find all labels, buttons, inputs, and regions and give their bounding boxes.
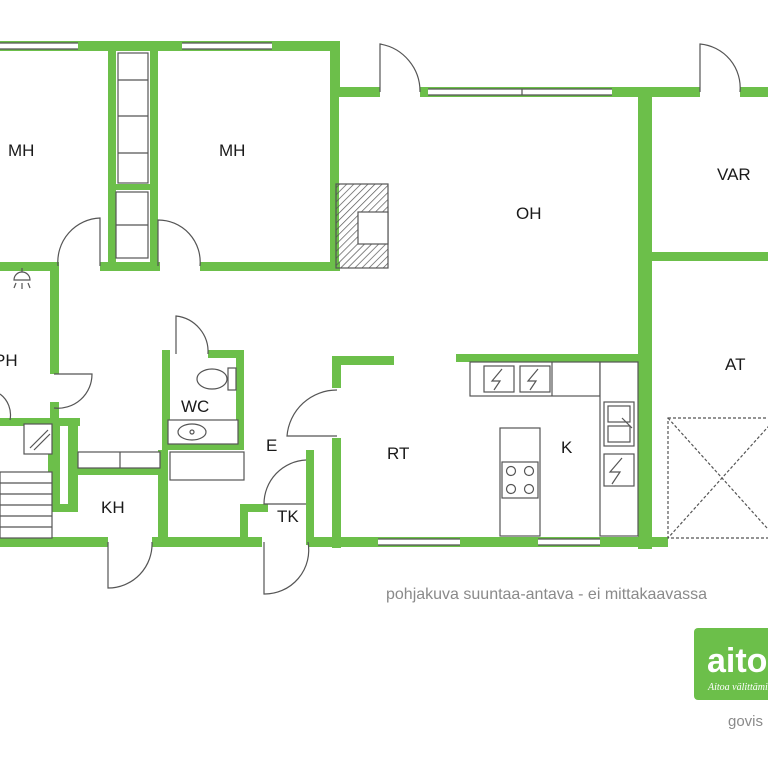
room-labels: MH MH OH VAR PH WC AT E RT K KH TK <box>0 141 751 526</box>
logo-domain: govis <box>728 713 763 730</box>
toilet-icon <box>196 367 237 391</box>
room-label-tk: TK <box>277 507 299 526</box>
fireplace-icon <box>335 183 389 269</box>
room-label-k: K <box>561 438 573 457</box>
room-label-mh-right: MH <box>219 141 245 160</box>
room-label-var: VAR <box>717 165 751 184</box>
appliance-icon <box>483 365 551 393</box>
room-label-rt: RT <box>387 444 409 463</box>
plan-caption: pohjakuva suuntaa-antava - ei mittakaava… <box>386 586 707 603</box>
walls <box>0 41 768 549</box>
room-label-at: AT <box>725 355 745 374</box>
stove-icon <box>501 461 539 499</box>
logo-brand: aito <box>707 642 767 680</box>
room-label-kh: KH <box>101 498 125 517</box>
shower-icon <box>13 268 31 289</box>
kitchen-sink-icon <box>603 401 635 447</box>
room-label-ph: PH <box>0 351 18 370</box>
sink-icon <box>177 423 207 441</box>
room-label-e: E <box>266 436 277 455</box>
stairs-icon <box>0 471 53 539</box>
garage-door-icon <box>667 417 768 539</box>
brand-logo: aito Aitoa välittämistä <box>694 628 768 700</box>
logo-tagline: Aitoa välittämistä <box>707 682 768 693</box>
room-label-oh: OH <box>516 204 542 223</box>
doors <box>0 43 741 595</box>
dishwasher-icon <box>603 453 635 487</box>
room-label-wc: WC <box>181 397 209 416</box>
room-label-mh-left: MH <box>8 141 34 160</box>
fixtures <box>0 52 768 539</box>
